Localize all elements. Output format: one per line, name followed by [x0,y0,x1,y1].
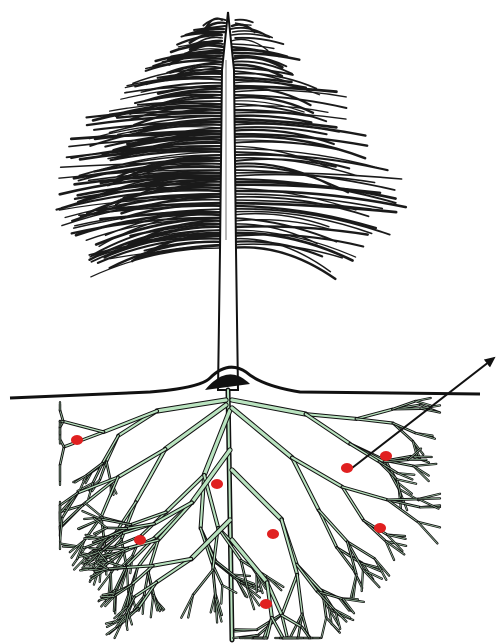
soil-line-icon [10,367,480,398]
root-highlight [282,520,298,575]
root-nodule-icon [134,535,146,545]
root-highlight [272,618,283,638]
root-highlight [103,436,119,463]
root-nodule-icon [260,599,272,609]
pine-needle-stroke [235,38,283,44]
root-highlight [297,575,302,614]
root-nodule-icon [267,529,279,539]
root-nodule-icon [374,523,386,533]
root-system-icon [60,390,440,640]
pine-needle-stroke [235,20,253,23]
root-nodule-icon [71,435,83,445]
root-highlight [232,408,292,458]
root-highlight [60,447,64,465]
root-highlight [158,503,192,540]
root-highlight [232,470,282,520]
root-highlight [363,570,379,588]
root-highlight [322,618,327,638]
root-highlight [64,432,104,447]
root-nodule-icon [211,479,223,489]
root-nodule-icon [341,463,353,473]
root-highlight [193,570,213,595]
root-highlight [356,409,392,419]
root-nodule-icon [380,451,392,461]
root-highlight [63,421,103,432]
root-highlight [232,400,306,414]
root-highlight [282,575,297,614]
